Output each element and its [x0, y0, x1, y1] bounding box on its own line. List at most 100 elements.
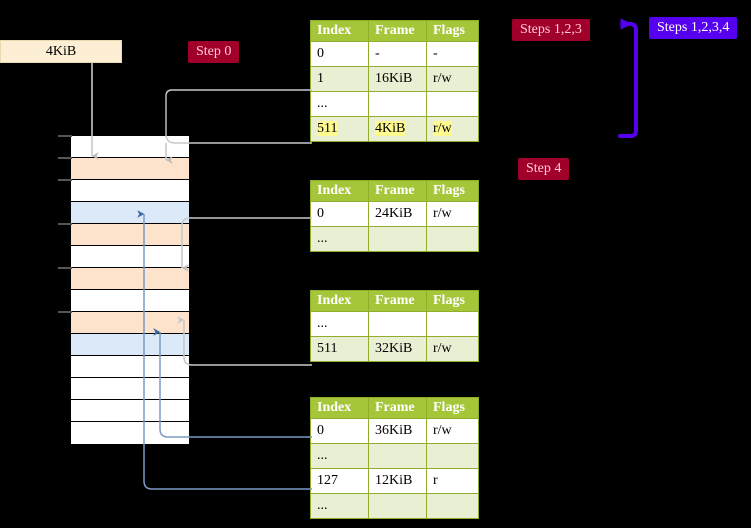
- cell-flags: [426, 311, 479, 337]
- col-header-frame: Frame: [368, 397, 427, 419]
- cell-frame: [368, 91, 427, 117]
- col-header-frame: Frame: [368, 290, 427, 312]
- table-row: ...: [310, 493, 479, 519]
- cell-frame: [368, 443, 427, 469]
- cell-index: ...: [310, 493, 369, 519]
- memory-tick: [58, 267, 72, 269]
- badge-step-4: Step 4: [518, 158, 570, 180]
- table-header-row: Index Frame Flags: [310, 290, 479, 312]
- memory-tick: [58, 135, 72, 137]
- col-header-index: Index: [310, 290, 369, 312]
- cell-frame: [368, 493, 427, 519]
- cell-index: ...: [310, 443, 369, 469]
- table-row: ...: [310, 443, 479, 469]
- cell-index: 511: [310, 336, 369, 362]
- highlighted-value: 511: [317, 121, 338, 136]
- table-row: ...: [310, 91, 479, 117]
- cell-index: ...: [310, 226, 369, 252]
- table-header-row: Index Frame Flags: [310, 397, 479, 419]
- cell-flags: r/w: [426, 336, 479, 362]
- memory-frame-row: [71, 422, 189, 444]
- cell-flags: r: [426, 468, 479, 494]
- col-header-frame: Frame: [368, 20, 427, 42]
- cell-index: 0: [310, 201, 369, 227]
- table-row: 0--: [310, 41, 479, 67]
- memory-frame-row: [71, 246, 189, 268]
- cell-flags: [426, 443, 479, 469]
- cell-index: 127: [310, 468, 369, 494]
- col-header-flags: Flags: [426, 397, 479, 419]
- cell-flags: r/w: [426, 116, 479, 142]
- table-row: ...: [310, 226, 479, 252]
- memory-frame-row: [71, 290, 189, 312]
- cell-frame: 16KiB: [368, 66, 427, 92]
- cell-frame: [368, 226, 427, 252]
- memory-frame-row: [71, 378, 189, 400]
- cell-flags: r/w: [426, 66, 479, 92]
- memory-frame-row: [71, 334, 189, 356]
- physical-memory-grid: [70, 135, 190, 444]
- memory-frame-row: [71, 400, 189, 422]
- memory-tick: [58, 311, 72, 313]
- memory-frame-row: [71, 136, 189, 158]
- col-header-flags: Flags: [426, 180, 479, 202]
- size-label-4kib: 4KiB: [0, 40, 122, 63]
- col-header-index: Index: [310, 397, 369, 419]
- col-header-index: Index: [310, 20, 369, 42]
- col-header-index: Index: [310, 180, 369, 202]
- col-header-flags: Flags: [426, 20, 479, 42]
- cell-frame: [368, 311, 427, 337]
- cell-frame: 24KiB: [368, 201, 427, 227]
- table-row: 511 4KiB r/w: [310, 116, 479, 142]
- wire-l2-to-memory: [177, 316, 312, 366]
- memory-frame-row: [71, 224, 189, 246]
- table-header-row: Index Frame Flags: [310, 180, 479, 202]
- highlighted-value: r/w: [433, 121, 452, 136]
- cell-index: 511: [310, 116, 369, 142]
- memory-tick: [58, 223, 72, 225]
- cell-index: ...: [310, 91, 369, 117]
- cell-flags: r/w: [426, 201, 479, 227]
- cell-frame: -: [368, 41, 427, 67]
- cell-frame: 12KiB: [368, 468, 427, 494]
- badge-steps-1234: Steps 1,2,3,4: [649, 17, 738, 39]
- memory-frame-row: [71, 356, 189, 378]
- cell-index: 1: [310, 66, 369, 92]
- violet-bracket-arrow: [618, 18, 638, 138]
- size-label-text: 4KiB: [45, 43, 77, 59]
- badge-step-0: Step 0: [188, 41, 240, 63]
- badge-steps-123: Steps 1,2,3: [512, 19, 590, 41]
- col-header-flags: Flags: [426, 290, 479, 312]
- memory-tick: [58, 179, 72, 181]
- cell-index: ...: [310, 311, 369, 337]
- memory-frame-row: [71, 202, 189, 224]
- cell-index: 0: [310, 41, 369, 67]
- highlighted-value: 4KiB: [375, 121, 406, 136]
- cell-index: 0: [310, 418, 369, 444]
- table-header-row: Index Frame Flags: [310, 20, 479, 42]
- memory-frame-row: [71, 180, 189, 202]
- cell-frame: 4KiB: [368, 116, 427, 142]
- col-header-frame: Frame: [368, 180, 427, 202]
- memory-frame-row: [71, 158, 189, 180]
- cell-frame: 36KiB: [368, 418, 427, 444]
- cell-flags: r/w: [426, 418, 479, 444]
- memory-tick: [58, 157, 72, 159]
- memory-frame-row: [71, 268, 189, 290]
- cell-flags: -: [426, 41, 479, 67]
- memory-frame-row: [71, 312, 189, 334]
- cell-flags: [426, 91, 479, 117]
- table-row: ...: [310, 311, 479, 337]
- cell-flags: [426, 493, 479, 519]
- cell-frame: 32KiB: [368, 336, 427, 362]
